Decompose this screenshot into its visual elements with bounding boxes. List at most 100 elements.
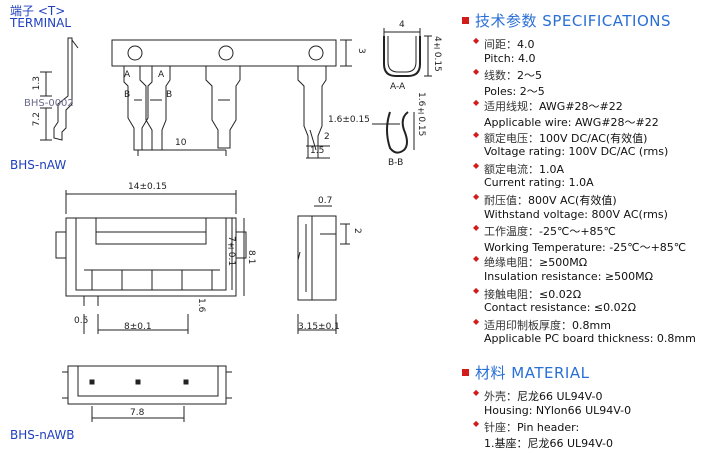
spec-label-cn: 间距： — [484, 38, 517, 51]
section-bb-label: B-B — [388, 158, 404, 168]
spec-value: AWG#28～#22 — [539, 100, 623, 114]
diamond-bullet-icon: ◆ — [473, 160, 480, 170]
dim-1-6-015-b: 1.6±0.15 — [416, 92, 426, 137]
dim-2-side: 2 — [352, 228, 362, 234]
dim-7-8: 7.8 — [130, 408, 145, 418]
spec-row-en: Insulation resistance: ≥500MΩ — [484, 270, 654, 283]
dim-7-01: 7±0.1 — [226, 236, 236, 267]
spec-row-en: Applicable PC board thickness: 0.8mm — [484, 332, 696, 346]
spec-label-cn: 耐压值： — [484, 194, 528, 207]
terminal-side-view — [40, 37, 79, 141]
spec-row: ◆ 适用线规：AWG#28～#22 — [473, 98, 623, 114]
material-row-en: 1.基座：尼龙66 UL94V-0 — [484, 436, 614, 450]
dim-7-2: 7.2 — [32, 112, 42, 127]
spec-row: ◆ 额定电压：100V DC/AC(有效值) — [473, 130, 648, 146]
spec-value: 100V DC/AC(有效值) — [539, 131, 648, 145]
spec-label-cn: 适用线规： — [484, 100, 539, 114]
spec-label-cn: 适用印制板厚度： — [484, 318, 572, 332]
spec-value: 800V AC(有效值) — [528, 194, 617, 207]
specs-heading: 技术参数 SPECIFICATIONS — [462, 10, 671, 31]
material-row-en: Housing: NYlon66 UL94V-0 — [484, 403, 632, 417]
diamond-bullet-icon: ◆ — [473, 98, 480, 108]
dim-1-6-015-a: 1.6±0.15 — [328, 115, 370, 125]
dim-1-6: 1.6 — [196, 298, 206, 313]
bhs-nawb-label: BHS-nAWB — [10, 428, 75, 442]
dim-1-3: 1.3 — [32, 76, 42, 91]
material-row: ◆针座：Pin header: — [473, 419, 580, 435]
material-title-cn: 材料 — [475, 364, 507, 382]
section-bb-view — [372, 111, 415, 154]
dim-0-7: 0.7 — [318, 196, 333, 206]
spec-row-en: Applicable wire: AWG#28～#22 — [484, 116, 659, 129]
spec-value: 1.0A — [539, 162, 565, 176]
diamond-bullet-icon: ◆ — [473, 129, 480, 139]
spec-row: ◆ 线数：2～5 — [473, 67, 542, 83]
spec-label-cn: 绝缘电阻： — [484, 256, 539, 270]
dim-4: 4 — [399, 20, 405, 30]
spec-row-en: Voltage rating: 100V DC/AC (rms) — [484, 145, 669, 159]
spec-row-en: Pitch: 4.0 — [484, 51, 536, 65]
diamond-bullet-icon: ◆ — [473, 388, 480, 397]
spec-row: ◆工作温度：-25℃～+85℃ — [473, 223, 616, 239]
diamond-bullet-icon: ◆ — [473, 36, 480, 45]
terminal-strip — [111, 39, 352, 159]
material-title-en: MATERIAL — [511, 364, 590, 382]
diamond-bullet-icon: ◆ — [473, 192, 480, 201]
dim-0-5: 0.5 — [74, 316, 89, 326]
dim-2: 2 — [324, 132, 330, 142]
specs-title-cn: 技术参数 — [475, 12, 538, 30]
dim-4-015: 4±0.15 — [432, 36, 442, 72]
spec-row: ◆ 额定电流：1.0A — [473, 161, 565, 177]
dim-3: 3 — [356, 48, 366, 54]
spec-row-en: Contact resistance: ≤0.02Ω — [484, 301, 637, 315]
spec-value: ≥500MΩ — [539, 256, 588, 270]
bullet-square-icon — [462, 369, 469, 376]
dim-1-5: 1.5 — [310, 146, 325, 156]
bhs-naw-label: BHS-nAW — [10, 158, 67, 172]
spec-label-cn: 额定电压： — [484, 131, 539, 145]
diamond-bullet-icon: ◆ — [473, 285, 480, 295]
spec-row: ◆ 绝缘电阻：≥500MΩ — [473, 254, 588, 270]
spec-row-en: Current rating: 1.0A — [484, 176, 594, 190]
material-row: ◆ 外壳：尼龙66 UL94V-0 — [473, 388, 603, 404]
spec-value: 4.0 — [517, 38, 535, 51]
mark-a-1: A — [124, 70, 131, 80]
spec-row-en: Withstand voltage: 800V AC(rms) — [484, 207, 668, 221]
spec-row: ◆ 适用印制板厚度：0.8mm — [473, 317, 611, 333]
dim-3-15-01: 3.15±0.1 — [298, 322, 340, 332]
diamond-bullet-icon: ◆ — [473, 67, 480, 77]
spec-label-cn: 额定电流： — [484, 162, 539, 176]
dim-14-015: 14±0.15 — [128, 182, 168, 192]
dim-8-1: 8.1 — [246, 250, 256, 265]
mark-b-2: B — [166, 90, 173, 100]
spec-row-en: Poles: 2～5 — [484, 84, 545, 98]
spec-value: -25℃～+85℃ — [539, 225, 616, 239]
spec-value: ≤0.02Ω — [539, 287, 582, 301]
material-heading: 材料 MATERIAL — [462, 362, 589, 383]
dim-8-01: 8±0.1 — [124, 322, 152, 332]
section-aa-label: A-A — [390, 82, 406, 92]
section-aa-view — [383, 28, 432, 77]
diamond-bullet-icon: ◆ — [473, 254, 480, 264]
material-value: 尼龙66 UL94V-0 — [517, 390, 603, 403]
mark-b-1: B — [124, 90, 131, 100]
spec-label-cn: 工作温度： — [484, 225, 539, 239]
spec-value: 2～5 — [517, 69, 542, 83]
specs-title-en: SPECIFICATIONS — [542, 12, 671, 30]
spec-row: ◆ 间距：4.0 — [473, 36, 535, 52]
spec-row: ◆ 耐压值：800V AC(有效值) — [473, 192, 617, 208]
housing-bottom-view — [62, 365, 232, 422]
mark-a-2: A — [158, 70, 165, 80]
material-value: Pin header: — [517, 421, 580, 435]
dim-10: 10 — [175, 138, 187, 148]
terminal-cn-label: 端子 <T> — [10, 4, 66, 18]
housing-front-view — [55, 190, 247, 334]
spec-value: 0.8mm — [572, 318, 611, 332]
diamond-bullet-icon: ◆ — [473, 316, 480, 326]
spec-label-cn: 线数： — [484, 69, 517, 83]
material-label-cn: 外壳： — [484, 390, 517, 403]
material-label-cn: 针座： — [484, 421, 517, 435]
bullet-square-icon — [462, 17, 469, 24]
part-code: BHS-0002 — [24, 98, 74, 109]
